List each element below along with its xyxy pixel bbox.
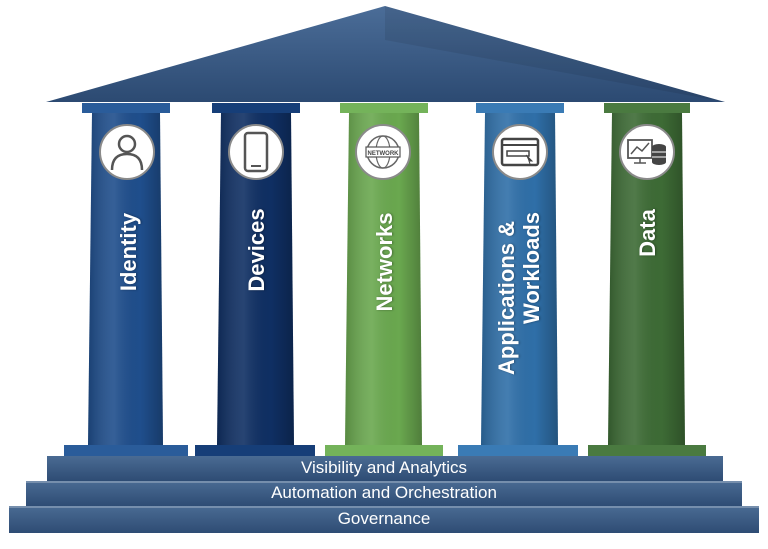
pillar-networks — [325, 103, 443, 456]
step-label-automation: Automation and Orchestration — [271, 483, 497, 502]
app-window-icon — [492, 124, 548, 180]
step-governance — [9, 506, 759, 533]
step-automation — [26, 481, 742, 506]
pillar-identity — [64, 103, 188, 456]
smartphone-icon — [228, 124, 284, 180]
network-icon-label: NETWORK — [368, 151, 400, 157]
step-label-governance: Governance — [337, 509, 431, 528]
roof — [46, 6, 725, 102]
network-globe-icon: NETWORK — [355, 124, 411, 180]
pillar-label-data: Data — [635, 209, 660, 257]
pillar-label-identity: Identity — [116, 212, 141, 292]
pillar-label-workloads: Workloads — [519, 211, 544, 325]
person-icon — [99, 124, 155, 180]
pillar-data — [588, 103, 706, 456]
pillar-label-devices: Devices — [244, 208, 269, 292]
step-visibility — [47, 456, 723, 481]
step-label-visibility: Visibility and Analytics — [301, 458, 467, 477]
pillar-label-applications: Applications & — [494, 220, 519, 376]
roof-highlight — [385, 6, 725, 102]
pillar-applications-workloads — [458, 103, 578, 456]
database-chart-icon — [619, 124, 675, 180]
pillar-label-networks: Networks — [372, 212, 397, 312]
pillar-devices — [195, 103, 315, 456]
